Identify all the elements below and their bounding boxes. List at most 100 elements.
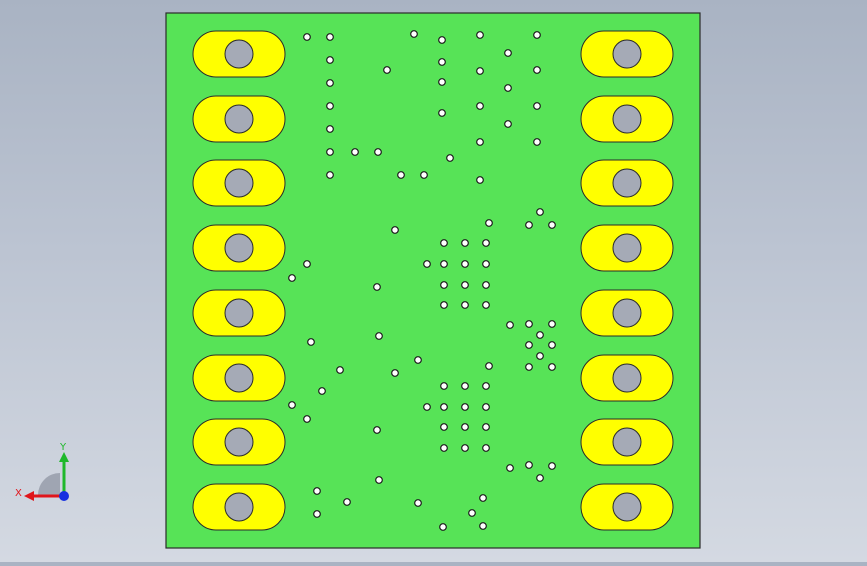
via-hole (351, 148, 359, 156)
left-pad-1 (192, 30, 286, 78)
via-hole (482, 423, 490, 431)
via-hole (438, 109, 446, 117)
via-hole (482, 260, 490, 268)
via-hole (548, 462, 556, 470)
via-hole (288, 274, 296, 282)
via-hole (440, 301, 448, 309)
via-hole (476, 176, 484, 184)
via-hole (326, 148, 334, 156)
via-hole (326, 171, 334, 179)
via-hole (440, 239, 448, 247)
via-hole (525, 363, 533, 371)
via-hole (506, 321, 514, 329)
via-hole (440, 423, 448, 431)
via-hole (525, 341, 533, 349)
pad-group (192, 30, 674, 531)
via-hole (313, 487, 321, 495)
via-hole (336, 366, 344, 374)
right-pad-4 (580, 224, 674, 272)
via-hole (482, 281, 490, 289)
via-hole (476, 102, 484, 110)
via-hole (383, 66, 391, 74)
via-hole (461, 239, 469, 247)
via-hole (440, 382, 448, 390)
right-pad-8 (580, 483, 674, 531)
via-hole (326, 102, 334, 110)
via-hole (548, 341, 556, 349)
via-hole (414, 356, 422, 364)
left-pad-2 (192, 95, 286, 143)
via-hole (536, 331, 544, 339)
via-hole (373, 283, 381, 291)
via-hole (525, 221, 533, 229)
y-axis-arrowhead (59, 452, 69, 462)
via-hole (461, 281, 469, 289)
y-axis-label: Y (59, 442, 67, 453)
via-hole (446, 154, 454, 162)
via-hole (485, 219, 493, 227)
via-hole (374, 148, 382, 156)
via-hole (410, 30, 418, 38)
via-hole (461, 301, 469, 309)
via-hole (313, 510, 321, 518)
via-hole (438, 78, 446, 86)
via-hole (375, 332, 383, 340)
via-hole (476, 138, 484, 146)
via-hole (504, 84, 512, 92)
via-hole (343, 498, 351, 506)
right-pad-6 (580, 354, 674, 402)
z-axis-origin (59, 491, 69, 501)
right-pad-3 (580, 159, 674, 207)
via-hole (461, 260, 469, 268)
via-hole (504, 49, 512, 57)
via-hole (533, 31, 541, 39)
via-hole (482, 382, 490, 390)
via-hole (525, 320, 533, 328)
via-hole (548, 221, 556, 229)
via-hole (485, 362, 493, 370)
via-hole (482, 301, 490, 309)
via-hole (326, 33, 334, 41)
via-hole (303, 33, 311, 41)
via-hole (548, 363, 556, 371)
via-hole (440, 281, 448, 289)
via-hole (482, 239, 490, 247)
via-hole (476, 31, 484, 39)
via-hole (420, 171, 428, 179)
via-hole (482, 403, 490, 411)
via-hole (373, 426, 381, 434)
via-hole (482, 444, 490, 452)
via-hole (326, 79, 334, 87)
via-hole (506, 464, 514, 472)
via-hole (536, 352, 544, 360)
via-group (288, 30, 556, 531)
via-hole (391, 369, 399, 377)
right-pad-1 (580, 30, 674, 78)
axis-triad: Y X (15, 442, 69, 501)
via-hole (479, 494, 487, 502)
via-hole (548, 320, 556, 328)
via-hole (476, 67, 484, 75)
via-hole (468, 509, 476, 517)
x-axis-arrowhead (24, 491, 34, 501)
via-hole (438, 36, 446, 44)
via-hole (375, 476, 383, 484)
left-pad-4 (192, 224, 286, 272)
via-hole (318, 387, 326, 395)
x-axis-label: X (15, 488, 22, 499)
via-hole (303, 415, 311, 423)
via-hole (397, 171, 405, 179)
via-hole (440, 444, 448, 452)
via-hole (479, 522, 487, 530)
right-pad-7 (580, 418, 674, 466)
pcb-board[interactable] (165, 12, 701, 549)
via-hole (461, 444, 469, 452)
via-hole (536, 474, 544, 482)
via-hole (438, 58, 446, 66)
via-hole (303, 260, 311, 268)
via-hole (533, 66, 541, 74)
via-hole (326, 56, 334, 64)
right-pad-5 (580, 289, 674, 337)
